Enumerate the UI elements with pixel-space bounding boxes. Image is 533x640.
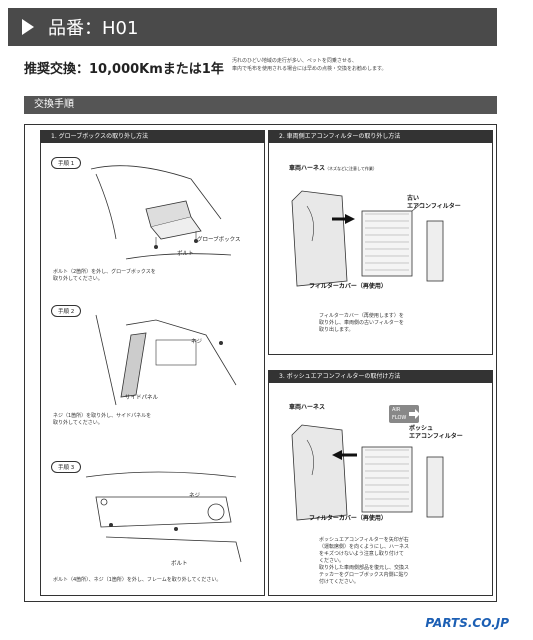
section-title: 交換手順 (24, 96, 497, 114)
recommend-note: 汚れのひどい地域の走行が多い、ペットを同乗させる、 車内で毛布を使用される場合に… (232, 57, 472, 73)
panel-title: 1. グローブボックスの取り外し方法 (41, 131, 264, 143)
panel-bosch-filter-install: 3. ボッシュエアコンフィルターの取付け方法 車両ハーネス AIR FLOW ボ… (268, 370, 493, 596)
badge-line: FLOW (392, 415, 407, 421)
recommended-interval: 推奨交換：10,000Kmまたは1年 (24, 62, 224, 77)
caption-line: （運転席側）を向くようにし、ハーネス (319, 544, 410, 550)
caption-line: をキズつけないよう注意し取り付けて (319, 551, 404, 557)
panel-title: 2. 車両側エアコンフィルターの取り外し方法 (269, 131, 492, 143)
sidepanel-label: サイドパネル (125, 395, 159, 401)
frame-illustration (85, 471, 242, 563)
screw-label: ネジ (189, 493, 201, 499)
label-line: エアコンフィルター (409, 433, 463, 440)
bolt-label: ボルト (177, 251, 194, 257)
caption-line: 取り外してください。 (53, 420, 103, 426)
step2-caption: ネジ（1箇所）を取り外し、サイドパネルを 取り外してください。 (53, 413, 151, 427)
caption-line: テッカーをグローブボックス内側に貼り (319, 572, 409, 578)
panel-glovebox-removal: 1. グローブボックスの取り外し方法 手順 1 グローブボックス ボルト ボルト… (40, 130, 265, 596)
airflow-badge: AIR FLOW (389, 405, 419, 423)
panel2-caption: フィルターカバー（再使用します）を 取り外し、車両側の古いフィルターを 取り出し… (319, 313, 404, 334)
title-bar: 品番：H01 (8, 8, 497, 46)
step1-caption: ボルト（2箇所）を外し、グローブボックスを 取り外してください。 (53, 269, 156, 283)
site-logo: PARTS.CO.JP (425, 616, 509, 630)
screw-label: ネジ (191, 339, 203, 345)
caption-line: 取り出します。 (319, 327, 354, 333)
caption-line: 取り外してください。 (53, 276, 103, 282)
panel3-caption: ボッシュエアコンフィルターを矢印が右 （運転席側）を向くようにし、ハーネス をキ… (319, 537, 409, 586)
panel-title: 3. ボッシュエアコンフィルターの取付け方法 (269, 371, 492, 383)
bolt-label: ボルト (171, 561, 188, 567)
arrow-right-icon (409, 409, 420, 419)
harness-label-note: （ネズなどに注意して作業） (325, 166, 377, 171)
badge-line: AIR (392, 407, 401, 413)
note-line: 汚れのひどい地域の走行が多い、ペットを同乗させる、 (232, 58, 357, 64)
step2-tag: 手順 2 (51, 305, 82, 317)
harness-label: 車両ハーネス（ネズなどに注意して作業） (289, 165, 377, 173)
label-line: 古い (407, 195, 420, 202)
caption-line: ください。 (319, 558, 345, 564)
caption-line: 付けてください。 (319, 579, 359, 585)
sidepanel-illustration (95, 314, 237, 406)
play-triangle-icon (22, 19, 34, 35)
glovebox-illustration (90, 165, 232, 260)
harness-label: 車両ハーネス (289, 404, 326, 411)
bosch-filter-illustration (291, 424, 444, 521)
old-filter-label: 古い エアコンフィルター (407, 195, 461, 211)
cover-label: フィルターカバー（再使用） (309, 515, 387, 522)
note-line: 車内で毛布を使用される場合には早めの点検・交換をお勧めします。 (232, 66, 387, 72)
step3-caption: ボルト（4箇所）、ネジ（1箇所）を外し、フレームを取り外してください。 (53, 577, 222, 583)
harness-label-text: 車両ハーネス (289, 165, 326, 172)
caption-line: 取り外し、車両側の古いフィルターを (319, 320, 404, 326)
label-line: ボッシュ (409, 425, 434, 432)
label-line: エアコンフィルター (407, 203, 461, 210)
caption-line: フィルターカバー（再使用します）を (319, 313, 404, 319)
cover-label: フィルターカバー（再使用） (309, 283, 387, 290)
step3-tag: 手順 3 (51, 461, 82, 473)
caption-line: ボルト（2箇所）を外し、グローブボックスを (53, 269, 156, 275)
procedure-frame (24, 124, 497, 602)
page-title: 品番：H01 (48, 18, 139, 39)
caption-line: ネジ（1箇所）を取り外し、サイドパネルを (53, 413, 152, 419)
caption-line: 取り外した車両側部品を復元し、交換ス (319, 565, 410, 571)
panel-old-filter-removal: 2. 車両側エアコンフィルターの取り外し方法 車両ハーネス（ネズなどに注意して作… (268, 130, 493, 355)
glovebox-label: グローブボックス (197, 237, 241, 243)
bosch-filter-label: ボッシュ エアコンフィルター (409, 425, 463, 441)
caption-line: ボッシュエアコンフィルターを矢印が右 (319, 537, 409, 543)
step1-tag: 手順 1 (51, 157, 82, 169)
old-filter-illustration (291, 190, 444, 287)
